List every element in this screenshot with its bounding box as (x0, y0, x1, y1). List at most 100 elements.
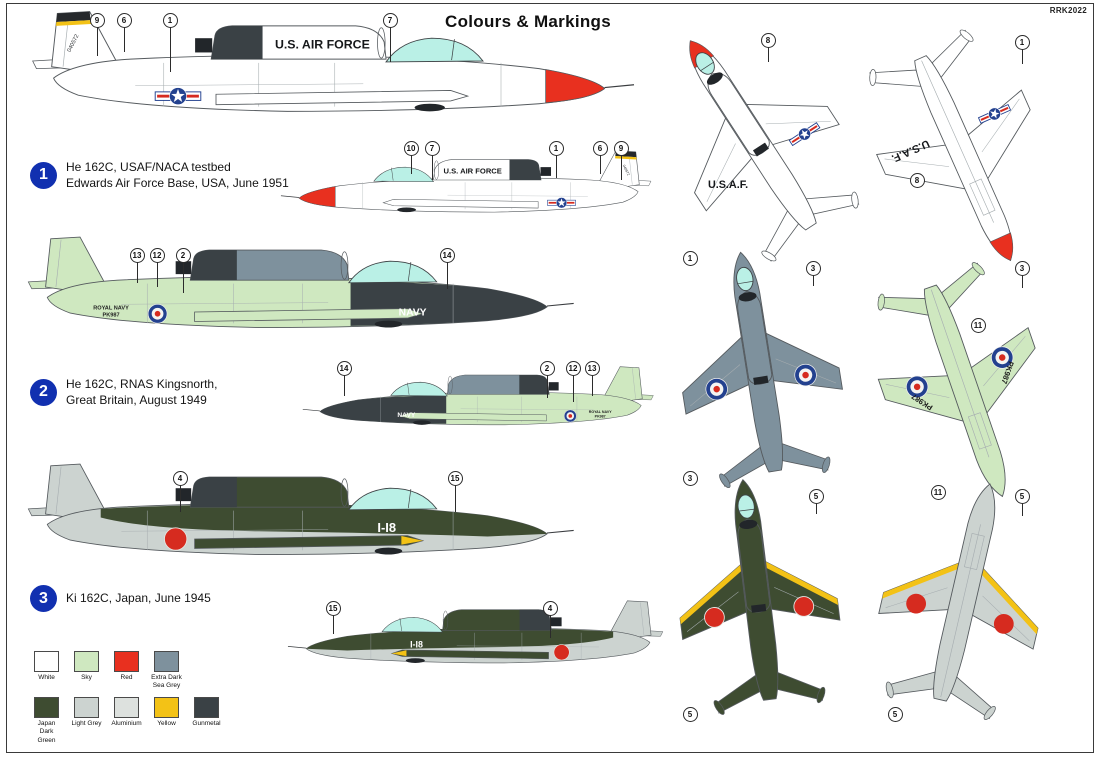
callout-leader-line (96, 26, 98, 56)
dark-nose-section (350, 281, 547, 326)
callout-number-7: 7 (382, 12, 398, 28)
wing-leading-edge (980, 567, 1038, 635)
intake-lip (340, 478, 349, 507)
fuselage (923, 284, 1006, 498)
scheme-3-number-badge: 3 (30, 585, 57, 612)
wing-panel-line (981, 98, 1020, 153)
insignia-red-stripe (999, 106, 1009, 113)
aircraft-side-profile: I-I8 (27, 463, 574, 555)
engine-pod-rear (211, 25, 263, 60)
colour-swatch-label: White (38, 674, 55, 681)
pitot-probe (280, 195, 300, 198)
callout-number-1: 1 (682, 250, 698, 266)
scheme-2-line1: He 162C, RNAS Kingsnorth, (66, 377, 218, 391)
serial-text: PK987 (595, 415, 606, 419)
canopy-frame (407, 262, 412, 282)
legend-item: Gunmetal (190, 697, 223, 728)
engine-pod-rear (519, 609, 552, 631)
colour-swatch (114, 651, 139, 672)
insignia-red-stripe (980, 115, 990, 121)
callout-leader-line (546, 374, 548, 398)
callout-leader-line (815, 502, 817, 514)
callout-leader-line (179, 484, 181, 512)
royal-navy-text: ROYAL NAVY (93, 305, 129, 311)
callout-number-11: 11 (930, 484, 946, 500)
callout-number-13: 13 (584, 360, 600, 376)
aircraft-code-text: I-I8 (410, 640, 423, 650)
tail-fin-tip (959, 29, 974, 42)
callout-leader-line (599, 154, 601, 174)
legend-item: Aluminium (110, 697, 143, 728)
colour-swatch (154, 697, 179, 719)
ventral-fairing (374, 320, 403, 328)
colour-swatch-label: Yellow (157, 720, 176, 728)
panel-line (121, 302, 329, 305)
us-star-insignia (154, 87, 202, 105)
canopy (381, 617, 444, 633)
tail-fin-tip (885, 681, 894, 699)
callout-number-12: 12 (149, 247, 165, 263)
fuselage-title-text: U.S. AIR FORCE (443, 167, 501, 176)
callout-number-15: 15 (325, 600, 341, 616)
exhaust-nozzle (752, 142, 769, 157)
fuselage-title-text: U.S. AIR FORCE (275, 38, 370, 52)
roundel-centre (154, 310, 161, 317)
canopy-frame (738, 508, 755, 512)
raf-roundel (705, 377, 728, 401)
callout-leader-line (1021, 502, 1023, 516)
callout-number-1: 1 (1014, 34, 1030, 50)
engine-pod-rear (509, 159, 542, 180)
hinomaru-roundel (906, 593, 927, 614)
ventral-fairing (412, 420, 431, 425)
star-glyph (799, 129, 810, 140)
red-nose-cone (298, 186, 336, 208)
upper-camouflage (306, 628, 614, 651)
legend-item: Red (110, 651, 143, 682)
exhaust-nozzle (751, 603, 767, 613)
legend-item: Yellow (150, 697, 183, 728)
page-title: Colours & Markings (445, 12, 611, 31)
scheme-2-number: 2 (39, 383, 48, 401)
callout-leader-line (767, 46, 769, 62)
colour-swatch (74, 697, 99, 719)
raf-roundel (563, 409, 577, 423)
scheme-1-plan-top-view: U.S.A.F. (689, 40, 860, 262)
callout-leader-line (182, 261, 184, 293)
callout-number-6: 6 (592, 140, 608, 156)
canopy-frame (399, 617, 402, 632)
callout-leader-line (812, 274, 814, 286)
callout-number-1: 1 (548, 140, 564, 156)
ventral-fairing (405, 658, 425, 663)
exhaust-nozzle (550, 617, 562, 627)
legend-item: Extra Dark Sea Grey (150, 651, 183, 690)
star-glyph (557, 198, 566, 207)
wheel-bay (963, 533, 985, 570)
us-star-insignia (977, 103, 1012, 124)
canopy (385, 37, 484, 63)
callout-number-7: 7 (424, 140, 440, 156)
callout-leader-line (1021, 274, 1023, 288)
wheel-bay (969, 178, 996, 216)
centreline (930, 289, 990, 458)
rudder-line (640, 602, 645, 636)
pitot-probe (604, 84, 635, 89)
scheme-1-number: 1 (39, 166, 48, 184)
royal-navy-text: ROYAL NAVY (589, 410, 613, 414)
tail-fin-tip (719, 473, 731, 489)
callout-number-14: 14 (336, 360, 352, 376)
callout-leader-line (1021, 48, 1023, 64)
fin-tip-black (56, 11, 91, 23)
panel-line (121, 529, 329, 532)
wing-leading-edge (680, 563, 744, 625)
wing-panel-line (884, 158, 950, 167)
scheme-3-plan-top-view (679, 479, 841, 715)
scheme-1-caption: 1 He 162C, USAF/NACA testbed Edwards Air… (30, 159, 289, 191)
colour-swatch (194, 697, 219, 719)
